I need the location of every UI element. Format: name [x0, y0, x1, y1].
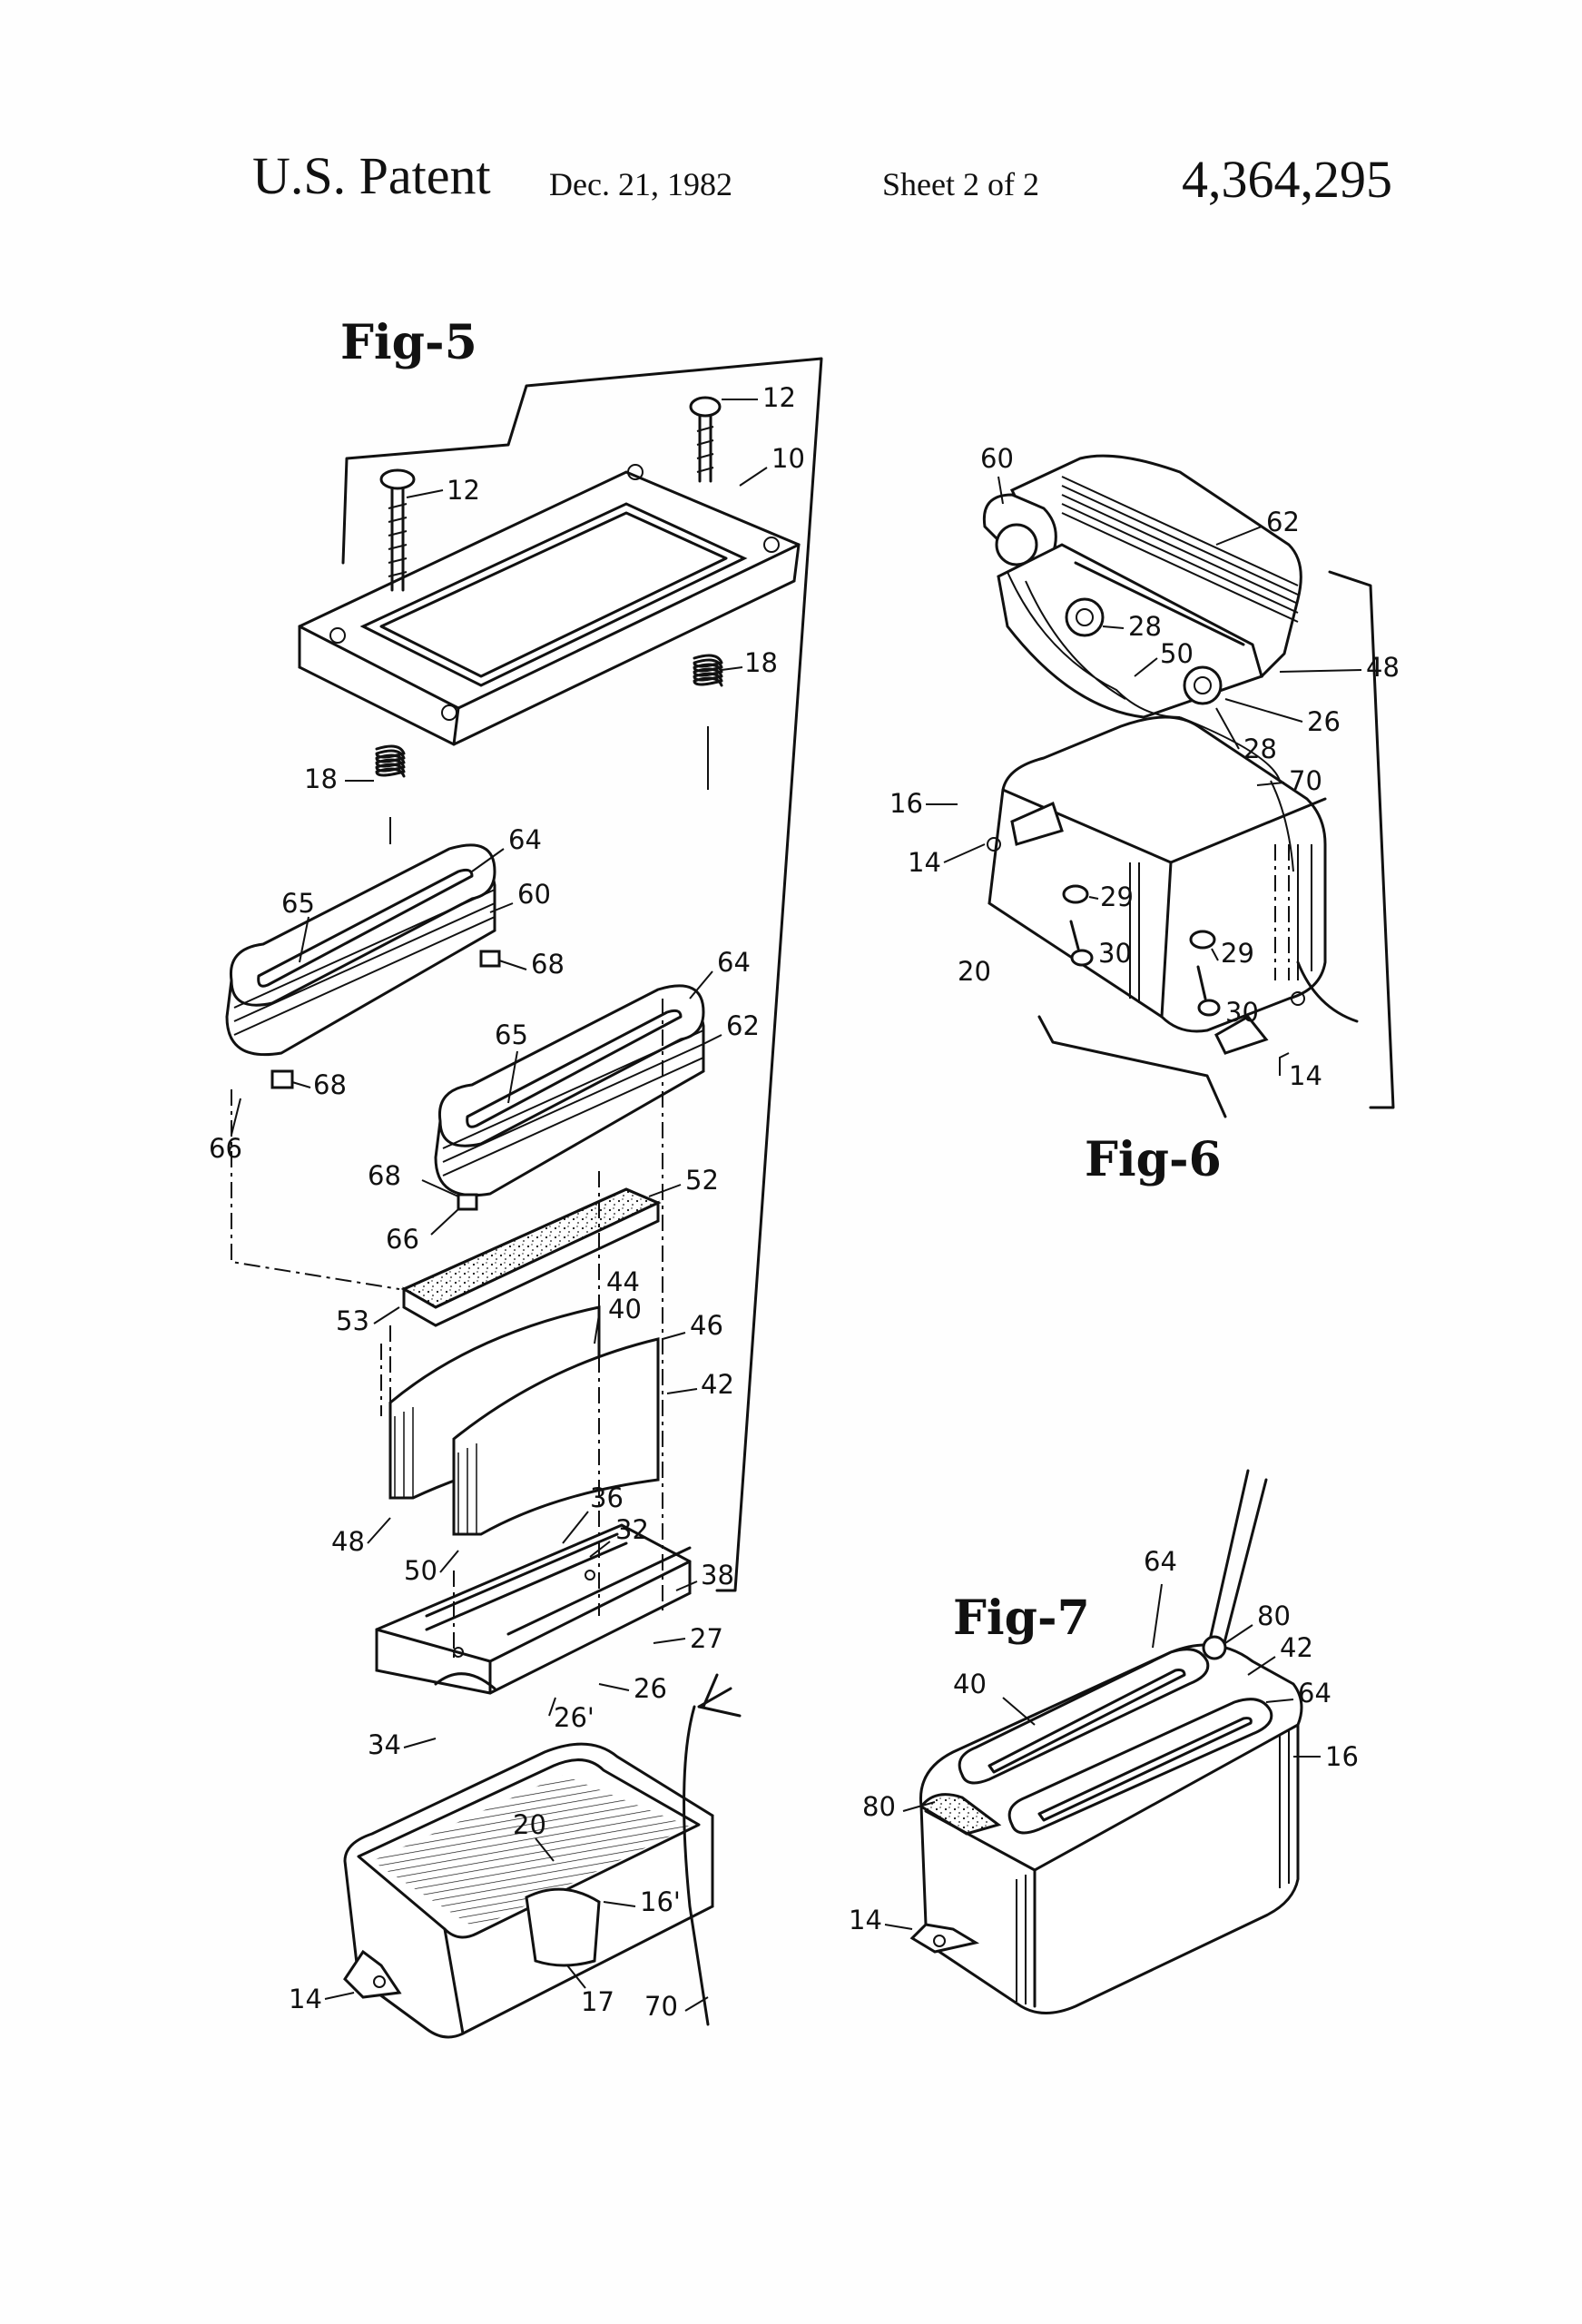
ref-52: 52 — [685, 1165, 719, 1196]
fig7-pickup — [909, 1469, 1303, 2014]
ref-64: 64 — [1298, 1678, 1331, 1709]
ref-30: 30 — [1225, 997, 1259, 1028]
ref-44: 44 — [606, 1266, 640, 1297]
ref-14: 14 — [289, 1984, 322, 2014]
baseplate — [375, 1523, 692, 1695]
ref-28: 28 — [1243, 734, 1277, 764]
ref-68: 68 — [313, 1069, 347, 1100]
figure-5: Fig-5 — [209, 315, 823, 2039]
ref-27: 27 — [690, 1623, 723, 1654]
ref-65: 65 — [495, 1019, 528, 1050]
ref-14: 14 — [908, 847, 941, 878]
ref-18: 18 — [744, 647, 778, 678]
ref-70: 70 — [644, 1991, 678, 2022]
mounting-ring — [298, 464, 801, 746]
patent-date: Dec. 21, 1982 — [549, 166, 732, 202]
screw-left — [379, 468, 416, 592]
ref-50: 50 — [1160, 638, 1194, 669]
ref-42: 42 — [1280, 1632, 1313, 1663]
coil-62 — [434, 984, 705, 1211]
ref-16prime: 16' — [640, 1886, 681, 1917]
ref-65: 65 — [281, 888, 315, 919]
spring-right — [693, 654, 723, 790]
fig7-label: Fig-7 — [953, 1590, 1090, 1646]
ref-48: 48 — [1366, 652, 1400, 683]
ref-12: 12 — [447, 475, 480, 506]
ref-10: 10 — [771, 443, 805, 474]
ref-70: 70 — [1289, 765, 1322, 796]
ref-36: 36 — [590, 1482, 624, 1513]
fig5-bracket — [341, 357, 823, 1592]
figure-6: Fig-6 — [889, 443, 1400, 1187]
ref-26: 26 — [1307, 706, 1341, 737]
fig6-label: Fig-6 — [1085, 1132, 1222, 1187]
ref-68: 68 — [531, 949, 565, 980]
patent-number: 4,364,295 — [1182, 150, 1392, 209]
ref-18: 18 — [304, 763, 338, 794]
ref-14: 14 — [849, 1905, 882, 1935]
ref-42: 42 — [701, 1369, 734, 1400]
ref-20: 20 — [958, 956, 991, 987]
ref-40: 40 — [608, 1294, 642, 1324]
ref-53: 53 — [336, 1305, 369, 1336]
ref-26prime: 26' — [554, 1702, 594, 1733]
screw-right — [689, 396, 722, 483]
spring-left — [375, 744, 406, 844]
ref-66: 66 — [386, 1224, 419, 1255]
ref-62: 62 — [726, 1010, 760, 1041]
fig6-cover — [987, 715, 1359, 1055]
ref-64: 64 — [1144, 1546, 1177, 1577]
fig6-bracket — [1037, 570, 1395, 1118]
ref-32: 32 — [615, 1514, 649, 1545]
ref-29: 29 — [1100, 881, 1134, 912]
cover-fig5 — [343, 1673, 742, 2039]
fig6-coil-assembly — [982, 454, 1302, 782]
ref-60: 60 — [980, 443, 1014, 474]
ref-29: 29 — [1221, 938, 1254, 969]
ref-16: 16 — [889, 788, 923, 819]
ref-28: 28 — [1128, 611, 1162, 642]
figure-7: Fig-7 64 80 — [849, 1469, 1359, 2014]
ref-66: 66 — [209, 1133, 242, 1164]
ref-50: 50 — [404, 1555, 437, 1586]
ref-62: 62 — [1266, 507, 1300, 537]
ref-12: 12 — [762, 382, 796, 413]
fig7-refs: 64 80 42 40 64 16 80 14 — [849, 1546, 1359, 1935]
ref-34: 34 — [368, 1729, 401, 1760]
ref-80: 80 — [1257, 1600, 1291, 1631]
ref-30: 30 — [1098, 938, 1132, 969]
ref-80: 80 — [862, 1791, 896, 1822]
ref-48: 48 — [331, 1526, 365, 1557]
ref-46: 46 — [690, 1310, 723, 1341]
ref-64: 64 — [508, 824, 542, 855]
ref-38: 38 — [701, 1560, 734, 1590]
ref-14: 14 — [1289, 1060, 1322, 1091]
blade-42 — [452, 1337, 660, 1536]
ref-17: 17 — [581, 1986, 614, 2017]
ref-26: 26 — [634, 1673, 667, 1704]
fig6-refs: 60 62 28 50 48 26 28 70 16 14 — [889, 443, 1400, 1091]
ref-40: 40 — [953, 1669, 987, 1699]
ref-64: 64 — [717, 947, 751, 978]
ref-68: 68 — [368, 1160, 401, 1191]
sheet-number: Sheet 2 of 2 — [882, 166, 1039, 202]
patent-title: U.S. Patent — [252, 146, 491, 205]
ref-20: 20 — [513, 1809, 546, 1840]
coil-60 — [225, 843, 501, 1089]
ref-16: 16 — [1325, 1741, 1359, 1772]
spacer-52 — [400, 1187, 662, 1327]
fig5-refs: 12 12 10 18 18 64 60 65 68 68 — [209, 382, 805, 2022]
ref-60: 60 — [517, 879, 551, 910]
fig5-label: Fig-5 — [340, 315, 477, 370]
